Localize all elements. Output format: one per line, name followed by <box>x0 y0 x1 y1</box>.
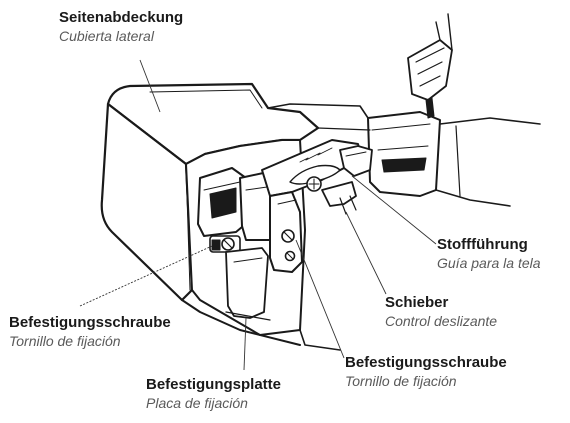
label-fixing-screw-right-es: Tornillo de fijación <box>345 373 457 389</box>
label-fixing-plate-es: Placa de fijación <box>146 395 248 411</box>
label-slider: Schieber Control deslizante <box>385 294 497 330</box>
label-fabric-guide-es: Guía para la tela <box>437 255 541 271</box>
label-fixing-screw-left: Befestigungsschraube Tornillo de fijació… <box>9 314 171 350</box>
leader-lines <box>79 59 437 371</box>
label-side-cover-de: Seitenabdeckung <box>59 9 184 26</box>
label-fabric-guide-de: Stoffführung <box>437 236 528 253</box>
label-fixing-screw-right-de: Befestigungsschraube <box>345 354 507 371</box>
label-slider-es: Control deslizante <box>385 313 498 329</box>
label-fixing-screw-right: Befestigungsschraube Tornillo de fijació… <box>345 354 507 390</box>
fabric-guide-assembly <box>197 139 373 321</box>
label-fixing-screw-left-es: Tornillo de fijación <box>9 333 121 349</box>
label-side-cover: Seitenabdeckung Cubierta lateral <box>59 9 183 45</box>
label-side-cover-es: Cubierta lateral <box>59 28 154 44</box>
machine-background <box>267 13 541 207</box>
label-fixing-plate: Befestigungsplatte Placa de fijación <box>146 376 281 412</box>
label-fabric-guide: Stoffführung Guía para la tela <box>437 236 541 272</box>
label-slider-de: Schieber <box>385 294 449 311</box>
label-fixing-plate-de: Befestigungsplatte <box>146 376 282 393</box>
label-fixing-screw-left-de: Befestigungsschraube <box>9 314 171 331</box>
